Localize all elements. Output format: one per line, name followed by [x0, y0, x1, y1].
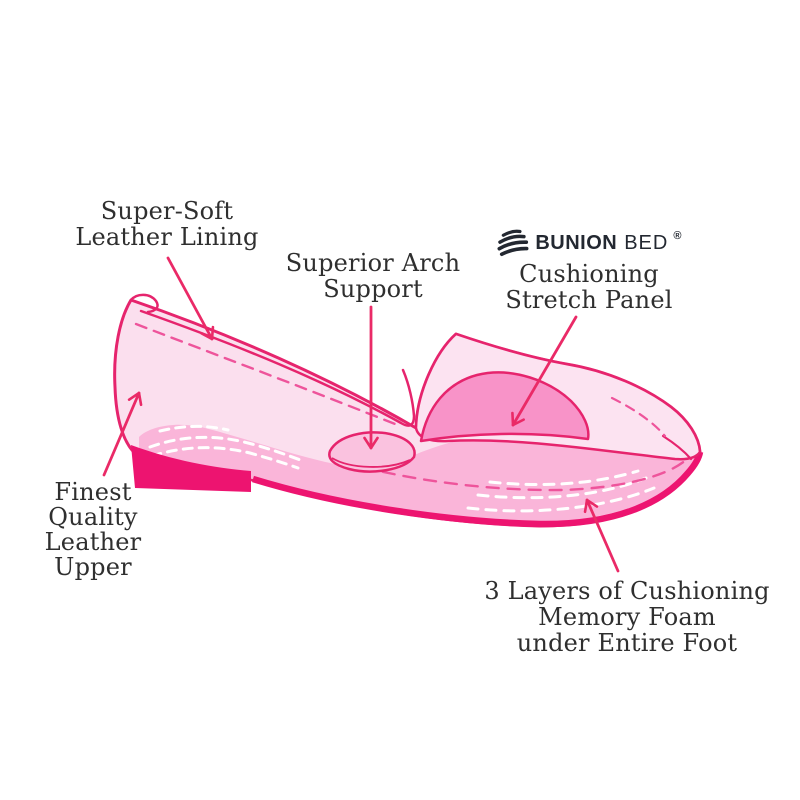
annotation-line: Super-Soft — [100, 197, 234, 225]
annotation-line: 3 Layers of Cushioning — [484, 577, 770, 605]
outsole-band — [252, 451, 704, 528]
arch-support-pad — [328, 431, 416, 473]
annotation-line: Upper — [54, 553, 132, 581]
annotation-line: under Entire Foot — [516, 629, 738, 657]
annotation-memory-foam: 3 Layers of Cushioning Memory Foam under… — [477, 578, 777, 656]
arrow-leather-upper — [102, 391, 143, 477]
arrow-leather-lining — [166, 256, 215, 341]
annotation-line: Support — [323, 275, 423, 303]
annotation-line: Quality — [48, 503, 138, 531]
annotation-line: Cushioning — [519, 260, 659, 288]
arrow-stretch-panel — [511, 315, 578, 427]
annotation-leather-upper: Finest Quality Leather Upper — [23, 480, 163, 580]
bunionbed-logo: BUNION BED ® — [474, 228, 704, 258]
annotation-line: Finest — [54, 478, 132, 506]
memory-foam-layer-stitches — [466, 469, 656, 513]
registered-mark: ® — [673, 230, 682, 242]
leader-arrows — [102, 256, 620, 573]
brand-name-light: BED — [624, 231, 669, 254]
lining-stitch-line — [134, 322, 402, 428]
annotation-line: Stretch Panel — [505, 286, 673, 314]
bunionbed-wave-icon — [497, 229, 529, 257]
annotation-arch-support: Superior Arch Support — [263, 250, 483, 302]
toe-dashed-arc — [610, 396, 667, 438]
collar-topline — [129, 293, 416, 427]
toe-fold-line — [661, 434, 693, 461]
annotation-line: Superior Arch — [285, 249, 461, 277]
annotation-line: Memory Foam — [538, 603, 716, 631]
arrow-memory-foam — [583, 498, 620, 573]
heel-cushion-stitches — [148, 424, 305, 470]
heel-block-shape — [131, 445, 251, 492]
annotation-leather-lining: Super-Soft Leather Lining — [47, 198, 287, 250]
stretch-panel-dome — [419, 371, 590, 443]
annotation-line: Leather — [44, 528, 142, 556]
annotation-line: Leather Lining — [75, 223, 259, 251]
brand-name-bold: BUNION — [535, 231, 618, 254]
annotation-stretch-panel: BUNION BED ® Cushioning Stretch Panel — [474, 228, 704, 313]
